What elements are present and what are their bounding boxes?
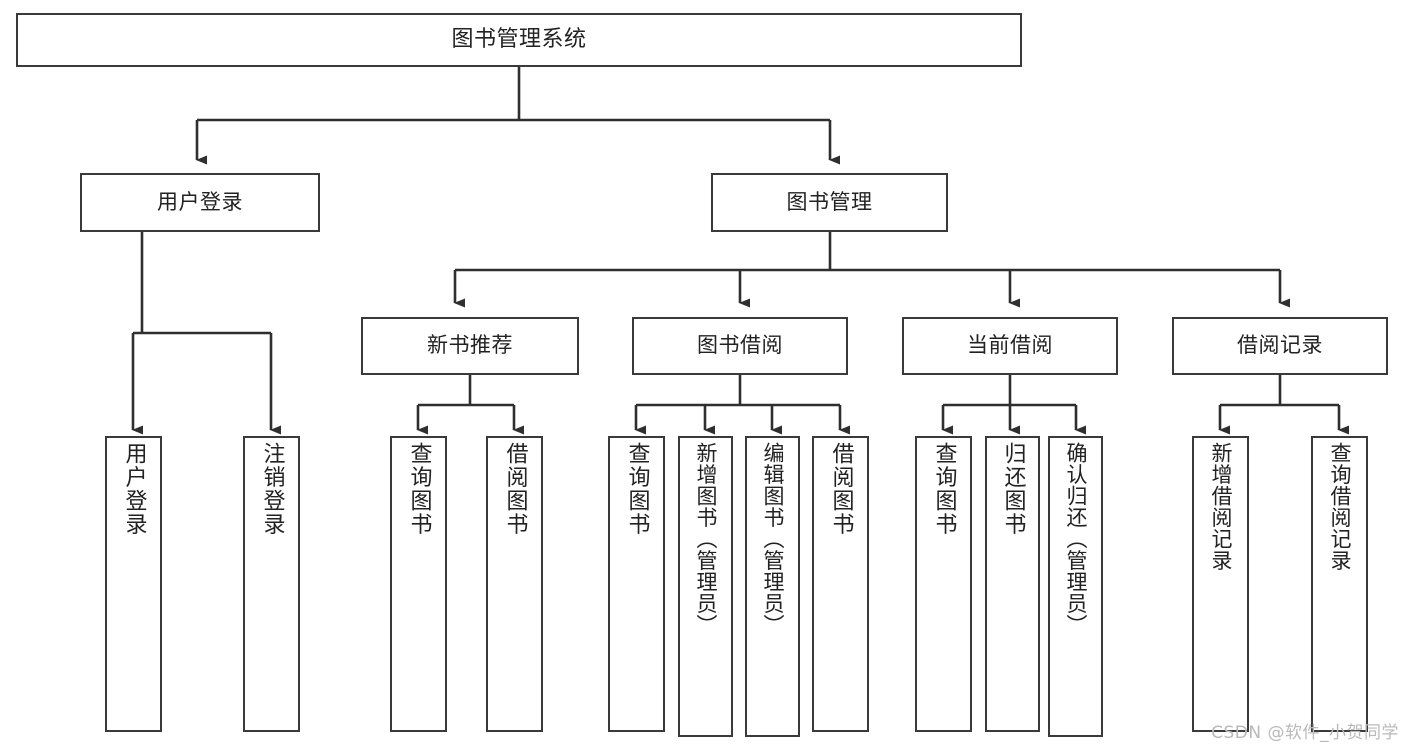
node-label: 借阅图书 xyxy=(828,442,854,536)
node-book-management[interactable]: 图书管理 xyxy=(711,173,948,232)
leaf-add-book-admin[interactable]: 新增图书（管理员） xyxy=(678,436,733,737)
node-label: 当前借阅 xyxy=(967,333,1053,358)
leaf-query-book-2[interactable]: 查询图书 xyxy=(608,436,665,732)
leaf-query-book-3[interactable]: 查询图书 xyxy=(915,436,972,732)
watermark-text: CSDN @软件_小贺同学 xyxy=(1211,723,1399,743)
leaf-return-book[interactable]: 归还图书 xyxy=(985,436,1040,732)
node-label: 新书推荐 xyxy=(427,333,513,358)
leaf-borrow-book-1[interactable]: 借阅图书 xyxy=(486,436,543,732)
node-root-system[interactable]: 图书管理系统 xyxy=(16,13,1022,67)
node-book-borrow[interactable]: 图书借阅 xyxy=(632,317,848,375)
node-label: 确认归还（管理员） xyxy=(1064,442,1088,636)
node-label: 查询图书 xyxy=(624,442,650,536)
node-label: 借阅记录 xyxy=(1237,333,1323,358)
node-label: 新增图书（管理员） xyxy=(694,442,718,636)
node-user-login[interactable]: 用户登录 xyxy=(80,173,320,232)
node-label: 图书借阅 xyxy=(697,333,783,358)
node-label: 归还图书 xyxy=(1000,442,1026,536)
node-current-borrow[interactable]: 当前借阅 xyxy=(902,317,1118,375)
node-label: 用户登录 xyxy=(157,189,243,214)
node-label: 查询借阅记录 xyxy=(1328,442,1352,571)
leaf-logout-login[interactable]: 注销登录 xyxy=(243,436,300,732)
node-label: 图书管理 xyxy=(786,189,873,214)
leaf-add-borrow-record[interactable]: 新增借阅记录 xyxy=(1192,436,1249,732)
leaf-edit-book-admin[interactable]: 编辑图书（管理员） xyxy=(745,436,800,737)
node-label: 编辑图书（管理员） xyxy=(761,442,785,636)
node-label: 查询图书 xyxy=(406,442,432,536)
node-new-book-recommend[interactable]: 新书推荐 xyxy=(361,317,579,375)
leaf-confirm-return-admin[interactable]: 确认归还（管理员） xyxy=(1048,436,1103,737)
leaf-query-book-1[interactable]: 查询图书 xyxy=(390,436,447,732)
node-label: 借阅图书 xyxy=(502,442,528,536)
leaf-borrow-book-2[interactable]: 借阅图书 xyxy=(812,436,869,732)
node-borrow-record[interactable]: 借阅记录 xyxy=(1172,317,1388,375)
node-label: 新增借阅记录 xyxy=(1209,442,1233,571)
node-label: 用户登录 xyxy=(121,442,147,536)
leaf-user-login[interactable]: 用户登录 xyxy=(105,436,162,732)
leaf-query-borrow-record[interactable]: 查询借阅记录 xyxy=(1311,436,1368,732)
node-label: 注销登录 xyxy=(259,442,285,536)
node-label: 查询图书 xyxy=(931,442,957,536)
node-label: 图书管理系统 xyxy=(451,26,587,52)
